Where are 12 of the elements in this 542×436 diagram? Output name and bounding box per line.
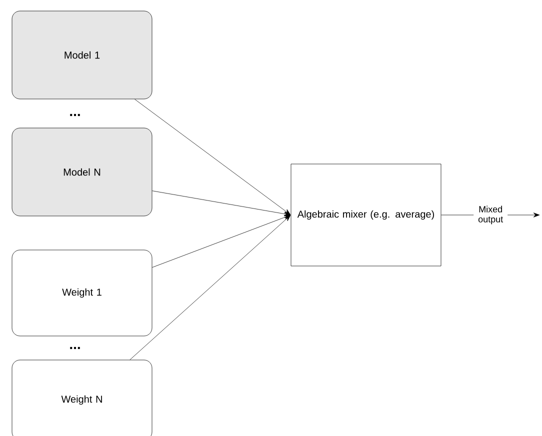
edge-label: Mixed output bbox=[474, 204, 508, 226]
arrow bbox=[152, 190, 290, 216]
ellipsis-label: ... bbox=[70, 114, 80, 116]
model-box: Model N bbox=[12, 128, 152, 216]
model-box: Weight 1 bbox=[12, 250, 152, 336]
ellipsis-label: ... bbox=[70, 346, 80, 350]
arrow bbox=[134, 99, 291, 215]
arrow bbox=[152, 215, 290, 268]
model-box: Model 1 bbox=[12, 10, 152, 100]
arrow bbox=[130, 215, 291, 360]
model-box: Weight N bbox=[12, 360, 152, 436]
mixer-box: Algebraic mixer (e.g. average) bbox=[290, 164, 442, 266]
